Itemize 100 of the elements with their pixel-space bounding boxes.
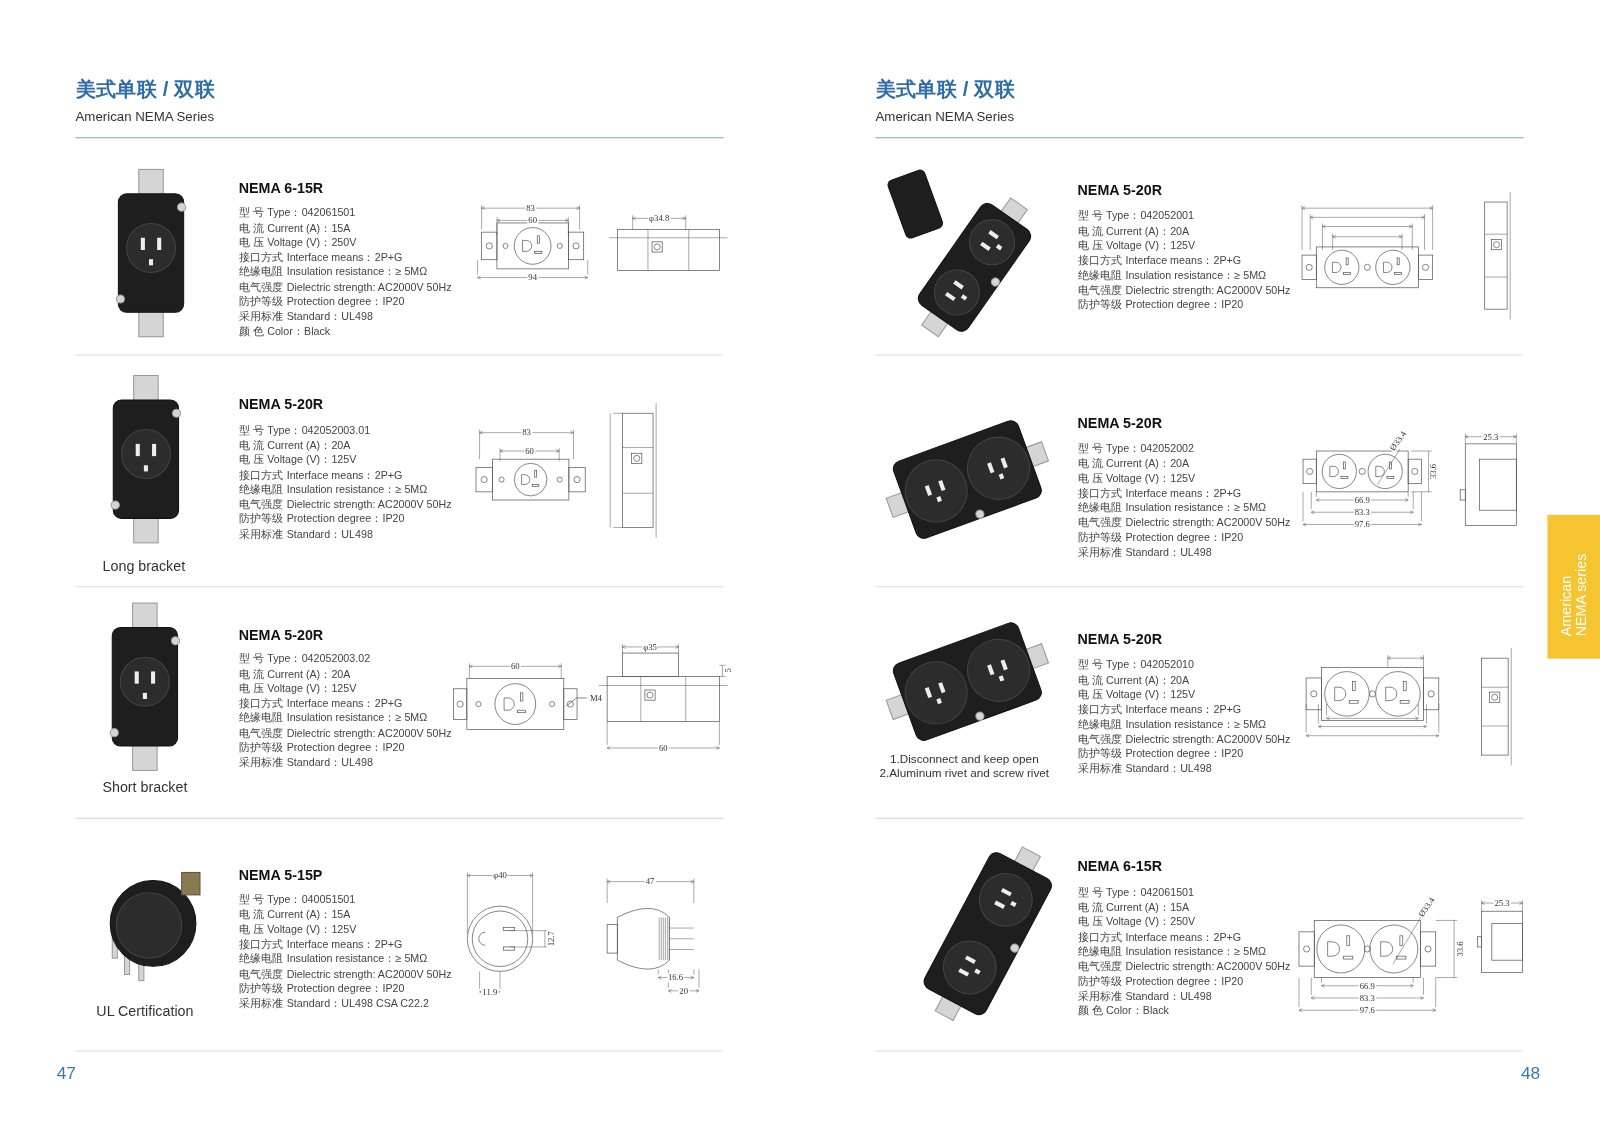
spec-line: 型 号 Type：040051501 (238, 892, 356, 906)
spec-line: 电 压 Voltage (V)：125V (1077, 238, 1196, 252)
spec-line: 电气强度 Dielectric strength: AC2000V 50Hz (238, 280, 452, 293)
product-name: NEMA 6-15R (238, 179, 324, 196)
spec-line: 电 流 Current (A)：20A (1077, 223, 1190, 237)
spec-line: 接口方式 Interface means：2P+G (238, 937, 403, 950)
spec-line: 颜 色 Color：Black (1077, 1004, 1169, 1017)
spec-line: 电 流 Current (A)：20A (238, 666, 351, 680)
spec-line: 防护等级 Protection degree：IP20 (238, 740, 405, 754)
dimension-label: φ34.8 (648, 214, 671, 223)
dimension-label: 97.6 (1353, 520, 1371, 529)
spec-line: 电气强度 Dielectric strength: AC2000V 50Hz (238, 966, 452, 980)
spec-line: 电 流 Current (A)：20A (1077, 672, 1190, 686)
spec-line: 防护等级 Protection degree：IP20 (1077, 297, 1244, 311)
spec-line: 采用标准 Standard：UL498 (1077, 545, 1212, 558)
photo-caption: UL Certification (96, 1003, 194, 1020)
spec-line: 型 号 Type：042061501 (238, 206, 356, 219)
dimension-label: 33.6 (1455, 940, 1465, 958)
dimension-label: 60 (524, 446, 535, 456)
spec-line: 电 压 Voltage (V)：125V (1077, 471, 1196, 484)
photo-caption: 1.Disconnect and keep open (889, 752, 1039, 766)
spec-line: 颜 色 Color：Black (238, 324, 331, 337)
spec-line: 绝缘电阻 Insulation resistance：≥ 5MΩ (1077, 717, 1267, 730)
page-subtitle: American NEMA Series (875, 109, 1015, 125)
spec-line: 接口方式 Interface means：2P+G (1077, 486, 1242, 499)
spec-line: 电 压 Voltage (V)：125V (238, 453, 357, 466)
dimension-label: 11.9 (481, 987, 499, 997)
dimension-label: 25.3 (1482, 432, 1500, 442)
product-name: NEMA 5-20R (238, 395, 324, 413)
dimension-label: 5 (724, 667, 733, 674)
spec-line: 绝缘电阻 Insulation resistance：≥ 5MΩ (1077, 944, 1267, 958)
dimension-label: 83.3 (1358, 993, 1376, 1003)
dimension-label: 33.6 (1429, 462, 1438, 481)
spec-line: 绝缘电阻 Insulation resistance：≥ 5MΩ (238, 265, 428, 278)
spec-line: 电 流 Current (A)：15A (238, 220, 351, 234)
spec-line: 电 流 Current (A)：20A (1077, 456, 1190, 469)
spec-line: 电气强度 Dielectric strength: AC2000V 50Hz (1077, 959, 1291, 972)
spec-line: 防护等级 Protection degree：IP20 (238, 512, 405, 525)
spec-line: 电 压 Voltage (V)：125V (1077, 687, 1196, 701)
spec-line: 接口方式 Interface means：2P+G (238, 696, 403, 709)
spec-line: 绝缘电阻 Insulation resistance：≥ 5MΩ (238, 482, 428, 495)
dimension-label: 97.6 (1358, 1005, 1376, 1015)
spec-line: 电 压 Voltage (V)：125V (238, 922, 357, 935)
page-heading: 美式单联 / 双联 (875, 78, 1015, 102)
spec-line: 型 号 Type：042052003.02 (238, 652, 371, 665)
dimension-label: φ40 (492, 871, 508, 880)
spec-line: 型 号 Type：042052003.01 (238, 423, 371, 436)
product-name: NEMA 5-20R (238, 626, 324, 643)
spec-line: 电 压 Voltage (V)：125V (238, 681, 357, 694)
dimension-label: 47 (644, 877, 656, 886)
dimension-label: 60 (527, 216, 538, 225)
spec-line: 电 流 Current (A)：15A (1077, 900, 1190, 913)
spec-line: 防护等级 Protection degree：IP20 (1077, 746, 1244, 760)
spec-line: 绝缘电阻 Insulation resistance：≥ 5MΩ (238, 952, 428, 965)
spec-line: 电 流 Current (A)：15A (238, 907, 351, 920)
spec-line: 型 号 Type：042052001 (1077, 209, 1195, 222)
spec-line: 采用标准 Standard：UL498 (238, 309, 373, 322)
dimension-label: 60 (657, 743, 669, 753)
spec-line: 电气强度 Dielectric strength: AC2000V 50Hz (238, 497, 452, 510)
dimension-label: 83.3 (1353, 507, 1371, 517)
spec-line: 型 号 Type：042061501 (1077, 885, 1195, 898)
spec-line: 采用标准 Standard：UL498 (238, 755, 373, 768)
spec-line: 电气强度 Dielectric strength: AC2000V 50Hz (1077, 515, 1291, 529)
dimension-label: 66.9 (1358, 981, 1376, 991)
page-subtitle: American NEMA Series (75, 109, 215, 125)
dimension-label: M4 (588, 693, 603, 703)
photo-caption: 2.Aluminum rivet and screw rivet (879, 766, 1050, 781)
spec-line: 接口方式 Interface means：2P+G (1077, 930, 1242, 943)
product-name: NEMA 5-15P (238, 866, 323, 883)
product-name: NEMA 5-20R (1077, 414, 1162, 431)
spec-line: 型 号 Type：042052010 (1077, 658, 1195, 671)
dimension-label: 25.3 (1493, 898, 1511, 908)
dimension-label: 83 (525, 203, 536, 213)
spec-line: 接口方式 Interface means：2P+G (1077, 253, 1242, 266)
spec-line: 接口方式 Interface means：2P+G (1077, 702, 1242, 715)
spec-line: 接口方式 Interface means：2P+G (238, 467, 403, 481)
product-name: NEMA 5-20R (1077, 630, 1162, 647)
product-name: NEMA 6-15R (1077, 858, 1162, 875)
spec-line: 防护等级 Protection degree：IP20 (1077, 530, 1244, 543)
spec-line: 电气强度 Dielectric strength: AC2000V 50Hz (1077, 283, 1291, 296)
spec-line: 采用标准 Standard：UL498 (238, 527, 373, 540)
dimension-label: 94 (527, 273, 538, 282)
dimension-label: 12.7 (546, 930, 556, 948)
spec-line: 采用标准 Standard：UL498 CSA C22.2 (238, 996, 429, 1009)
spec-line: 接口方式 Interface means：2P+G (238, 250, 403, 263)
page-number: 47 (56, 1063, 76, 1084)
spec-line: 采用标准 Standard：UL498 (1077, 989, 1212, 1002)
dimension-label: φ35 (642, 642, 658, 652)
spec-line: 电气强度 Dielectric strength: AC2000V 50Hz (1077, 732, 1291, 745)
dimension-label: 60 (509, 662, 521, 671)
spec-line: 绝缘电阻 Insulation resistance：≥ 5MΩ (1077, 268, 1267, 281)
photo-caption: Long bracket (102, 558, 186, 575)
spec-line: 型 号 Type：042052002 (1077, 441, 1195, 455)
spec-line: 电 流 Current (A)：20A (238, 438, 351, 451)
spec-line: 采用标准 Standard：UL498 (1077, 761, 1212, 774)
photo-caption: Short bracket (102, 778, 188, 795)
spec-line: 电气强度 Dielectric strength: AC2000V 50Hz (238, 726, 452, 739)
spec-line: 电 压 Voltage (V)：250V (1077, 915, 1196, 928)
dimension-label: 83 (521, 428, 532, 437)
spec-line: 防护等级 Protection degree：IP20 (238, 981, 405, 994)
